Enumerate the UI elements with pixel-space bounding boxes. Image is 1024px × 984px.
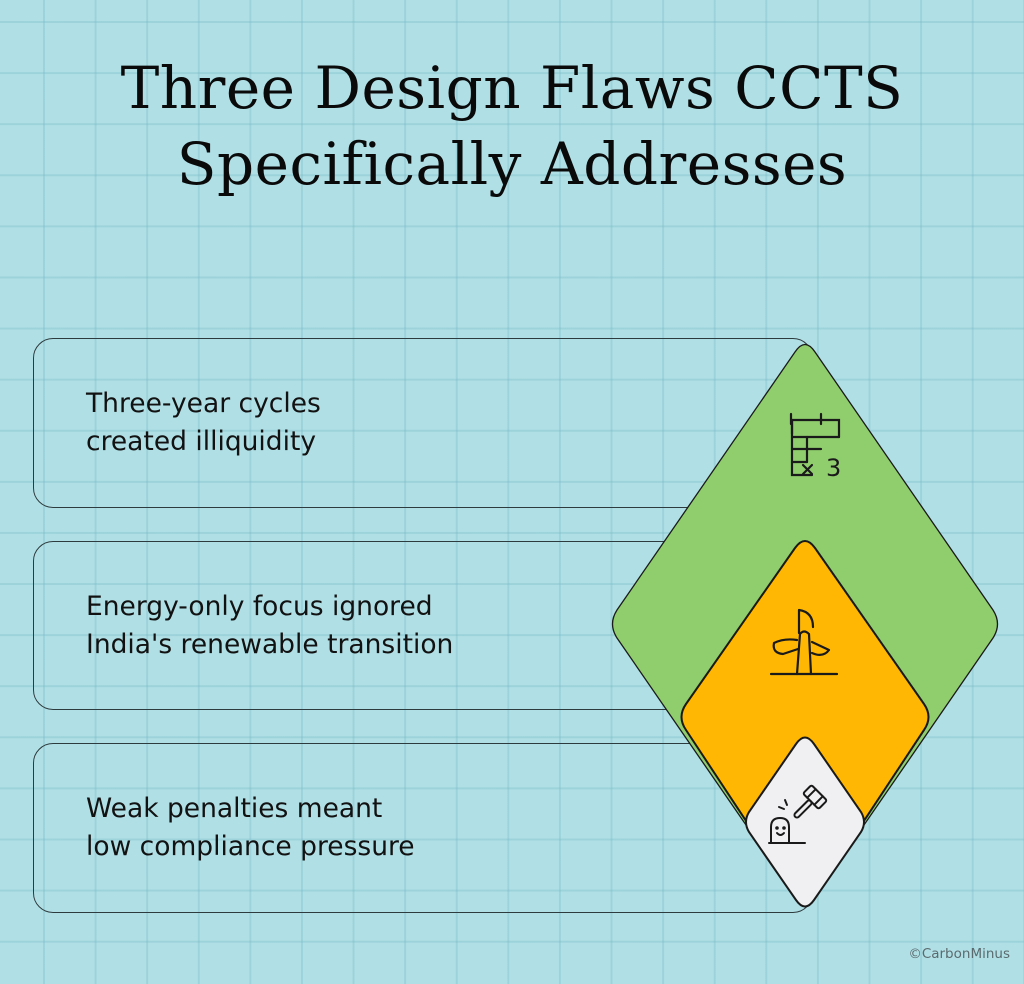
flaw-card-weak-penalties: Weak penalties meant low compliance pres… bbox=[33, 743, 813, 913]
flaw-text-line-2: India's renewable transition bbox=[86, 628, 454, 660]
flaw-text-line-1: Three-year cycles bbox=[86, 388, 321, 419]
calendar-multiplier-text: 3 bbox=[826, 454, 841, 482]
flaw-card-three-year-cycles: Three-year cycles created illiquidity bbox=[33, 338, 813, 508]
title-line-2: Specifically Addresses bbox=[176, 130, 848, 198]
page-title: Three Design Flaws CCTS Specifically Add… bbox=[0, 50, 1024, 202]
flaw-text-line-2: low compliance pressure bbox=[86, 831, 415, 862]
flaw-text: Three-year cycles created illiquidity bbox=[86, 385, 321, 461]
calendar-times-three-icon bbox=[789, 412, 841, 477]
flaw-text: Energy-only focus ignored India's renewa… bbox=[86, 588, 453, 664]
flaw-text-line-1: Weak penalties meant bbox=[86, 793, 383, 824]
flaw-text: Weak penalties meant low compliance pres… bbox=[86, 790, 415, 866]
wind-turbine-icon bbox=[769, 608, 839, 676]
gavel-penalty-icon bbox=[768, 784, 828, 844]
white-diamond bbox=[745, 736, 865, 908]
copyright-credit: ©CarbonMinus bbox=[908, 946, 1010, 962]
title-line-1: Three Design Flaws CCTS bbox=[120, 54, 904, 122]
flaw-text-line-1: Energy-only focus ignored bbox=[86, 590, 433, 622]
flaw-text-line-2: created illiquidity bbox=[86, 426, 317, 457]
